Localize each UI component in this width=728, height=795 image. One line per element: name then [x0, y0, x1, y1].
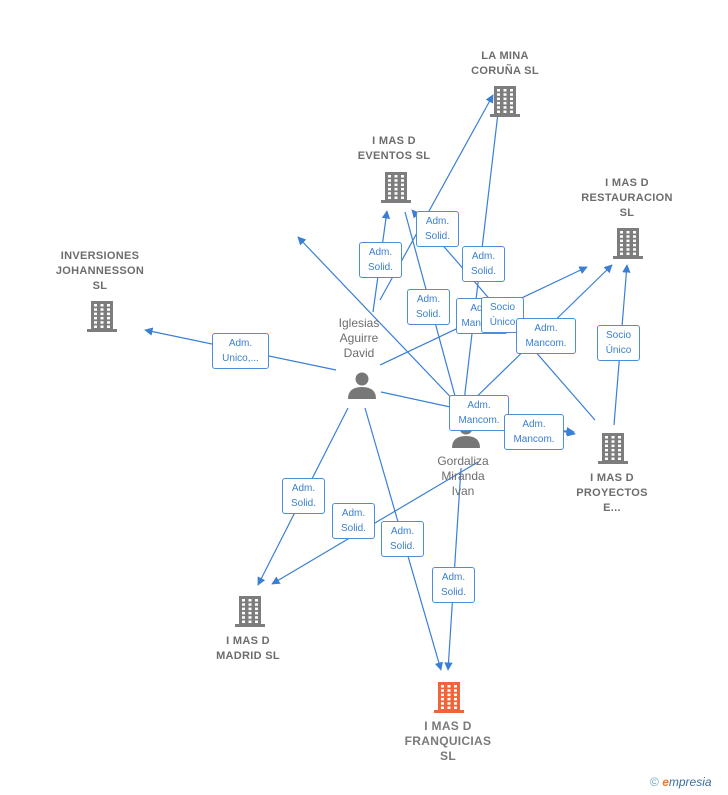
- company-label-inversiones[interactable]: INVERSIONES JOHANNESSON SL: [45, 249, 155, 294]
- label-line: Adm.: [390, 526, 415, 537]
- company-label-la-mina[interactable]: LA MINA CORUÑA SL: [455, 49, 555, 79]
- label-line: CORUÑA SL: [471, 65, 539, 77]
- edge-label-adm-solid[interactable]: Adm. Solid.: [416, 211, 459, 247]
- label-line: David: [343, 346, 375, 360]
- label-line: Adm.: [341, 508, 366, 519]
- label-line: Solid.: [290, 498, 316, 509]
- edge-label-adm-solid[interactable]: Adm. Solid.: [462, 246, 505, 282]
- label-line: Solid.: [389, 541, 415, 552]
- label-line: Único: [489, 317, 516, 328]
- company-label-proyectos[interactable]: I MAS D PROYECTOS E...: [562, 471, 662, 516]
- edge-label-adm-mancom[interactable]: Adm. Mancom.: [449, 395, 509, 431]
- label-line: Adm.: [228, 338, 253, 349]
- edge-label-adm-solid[interactable]: Adm. Solid.: [359, 242, 402, 278]
- relation-edge: [271, 461, 479, 585]
- person-icon[interactable]: [348, 372, 376, 400]
- label-line: Adm.: [467, 400, 491, 411]
- label-line: Adm.: [425, 216, 450, 227]
- brand-initial: e: [662, 775, 669, 789]
- label-line: LA MINA: [481, 50, 529, 62]
- label-line: Adm.: [534, 323, 558, 334]
- label-line: Unico,...: [222, 353, 259, 364]
- label-line: I MAS D: [590, 472, 634, 484]
- label-line: SL: [619, 207, 635, 219]
- label-line: Solid.: [440, 587, 466, 598]
- label-line: Gordaliza: [437, 454, 489, 468]
- edge-label-adm-solid[interactable]: Adm. Solid.: [381, 521, 424, 557]
- label-line: Mancom.: [525, 338, 567, 349]
- company-label-eventos[interactable]: I MAS D EVENTOS SL: [344, 134, 444, 164]
- label-line: Aguirre: [339, 331, 379, 345]
- label-line: Mancom.: [458, 415, 500, 426]
- label-line: INVERSIONES: [60, 250, 140, 262]
- label-line: I MAS D: [424, 719, 472, 733]
- building-icon[interactable]: [434, 682, 464, 713]
- label-line: Adm.: [471, 251, 496, 262]
- label-line: Solid.: [367, 262, 393, 273]
- company-label-madrid[interactable]: I MAS D MADRID SL: [198, 634, 298, 664]
- label-line: Solid.: [415, 309, 441, 320]
- relation-edge: [297, 236, 464, 411]
- label-line: Adm.: [291, 483, 316, 494]
- label-line: Mancom.: [513, 434, 555, 445]
- edge-label-adm-mancom[interactable]: Adm. Mancom.: [504, 414, 564, 450]
- label-line: PROYECTOS: [576, 487, 648, 499]
- building-icon[interactable]: [490, 86, 520, 117]
- building-icon[interactable]: [235, 596, 265, 627]
- label-line: FRANQUICIAS: [404, 734, 492, 748]
- label-line: Socio: [605, 330, 631, 341]
- label-line: EVENTOS SL: [357, 150, 431, 162]
- icons-layer: [87, 86, 643, 713]
- label-line: E...: [603, 502, 621, 514]
- label-line: Adm.: [441, 572, 466, 583]
- company-label-restauracion[interactable]: I MAS D RESTAURACION SL: [572, 176, 682, 221]
- edge-label-adm-solid[interactable]: Adm. Solid.: [407, 289, 450, 325]
- label-line: Único: [605, 345, 632, 356]
- copyright-footer: © empresia: [650, 775, 712, 789]
- label-line: Solid.: [470, 266, 496, 277]
- copyright-symbol: ©: [650, 775, 659, 789]
- edge-label-adm-unico[interactable]: Adm. Unico,...: [212, 333, 269, 369]
- label-line: I MAS D: [226, 635, 270, 647]
- label-line: Adm.: [522, 419, 546, 430]
- label-line: JOHANNESSON: [55, 265, 145, 277]
- edge-label-adm-mancom[interactable]: Adm. Mancom.: [516, 318, 576, 354]
- edge-label-adm-solid[interactable]: Adm. Solid.: [332, 503, 375, 539]
- building-icon[interactable]: [381, 172, 411, 203]
- label-line: MADRID SL: [216, 650, 280, 662]
- label-line: SL: [92, 280, 108, 292]
- edge-label-adm-solid[interactable]: Adm. Solid.: [282, 478, 325, 514]
- building-icon[interactable]: [598, 433, 628, 464]
- label-line: Miranda: [441, 469, 485, 483]
- brand-name: mpresia: [668, 775, 712, 789]
- label-line: Socio: [489, 302, 515, 313]
- edge-label-adm-solid[interactable]: Adm. Solid.: [432, 567, 475, 603]
- label-line: RESTAURACION: [581, 192, 673, 204]
- label-line: SL: [440, 749, 456, 763]
- building-icon[interactable]: [613, 228, 643, 259]
- label-line: Solid.: [424, 231, 450, 242]
- label-line: Iglesias: [338, 316, 380, 330]
- label-line: Ivan: [451, 484, 475, 498]
- label-line: I MAS D: [372, 135, 416, 147]
- label-line: I MAS D: [605, 177, 649, 189]
- label-line: Adm.: [368, 247, 393, 258]
- building-icon[interactable]: [87, 301, 117, 332]
- label-line: Adm.: [416, 294, 441, 305]
- label-line: Solid.: [340, 523, 366, 534]
